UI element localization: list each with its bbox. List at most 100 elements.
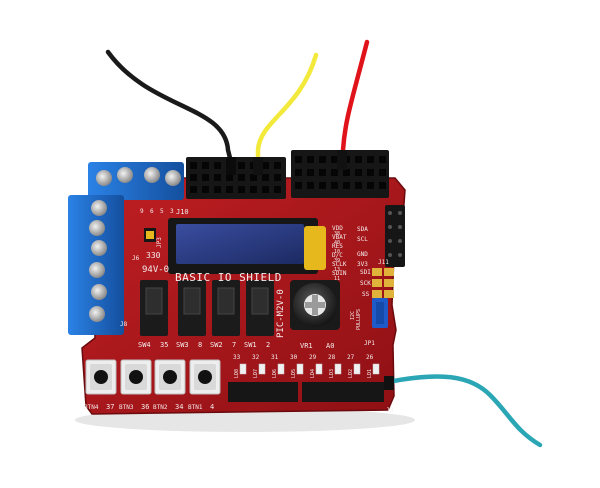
jumper-jp3[interactable] — [144, 228, 156, 242]
led-pin: 28 — [328, 354, 336, 361]
jumper-icon[interactable] — [372, 298, 388, 328]
oled-pin-name: VDD — [332, 225, 343, 232]
spi-pads — [372, 268, 394, 298]
header-socket — [250, 186, 257, 193]
header-socket — [331, 156, 338, 163]
header-socket — [238, 162, 245, 169]
header-j11[interactable] — [385, 205, 405, 267]
header-socket — [379, 182, 386, 189]
bottom-header[interactable] — [228, 382, 384, 402]
slide-switch-icon — [145, 287, 163, 315]
pot-label: VR1 — [300, 342, 313, 350]
terminal-number: 9 — [140, 208, 144, 215]
tactile-button-btn3[interactable] — [120, 359, 152, 395]
black-wire-plug — [226, 157, 236, 175]
header-socket — [331, 182, 338, 189]
header-socket — [367, 156, 374, 163]
potentiometer[interactable] — [290, 280, 340, 330]
led-label: LD3 — [329, 369, 335, 378]
header-socket — [238, 174, 245, 181]
slide-switch-sw2[interactable] — [212, 280, 240, 336]
jp3-label: JP3 — [156, 237, 163, 248]
oled-pin-number: 11 — [334, 276, 340, 282]
slide-switch-sw1[interactable] — [246, 280, 274, 336]
header-socket — [331, 169, 338, 176]
header-socket — [379, 156, 386, 163]
led-ld7 — [258, 363, 266, 375]
header-socket — [343, 182, 350, 189]
switch-label: SW3 — [176, 341, 189, 349]
slide-switch-icon — [217, 287, 235, 315]
header-socket — [307, 156, 314, 163]
header-socket — [226, 174, 233, 181]
header-socket — [367, 182, 374, 189]
tactile-button-icon — [94, 370, 108, 384]
led-ld2 — [353, 363, 361, 375]
header-socket — [295, 182, 302, 189]
led-ld1 — [372, 363, 380, 375]
label-sdi: SDI — [360, 269, 371, 276]
led-pin: 29 — [309, 354, 317, 361]
j6-label: J6 — [132, 255, 140, 262]
screw-terminal-icon — [117, 167, 133, 183]
switch-label: SW1 — [244, 341, 257, 349]
led-label: LD8 — [234, 369, 240, 378]
screw-terminal-left[interactable] — [68, 195, 124, 335]
yellow-wire — [255, 52, 319, 169]
header-socket — [274, 174, 281, 181]
yellow-wire-plug — [253, 157, 263, 175]
header-socket — [214, 174, 221, 181]
header-socket — [379, 169, 386, 176]
board-shadow — [75, 408, 415, 432]
pot-pin: A0 — [326, 342, 334, 350]
tactile-button-btn4[interactable] — [85, 359, 117, 395]
tactile-button-btn2[interactable] — [154, 359, 186, 395]
switch-pin: 8 — [198, 341, 202, 349]
led-pin: 32 — [252, 354, 260, 361]
j8-label: J8 — [120, 321, 128, 328]
led-pin: 31 — [271, 354, 279, 361]
led-pin: 26 — [366, 354, 374, 361]
oled-pin-name: SCLK — [332, 261, 347, 268]
oled-pin-number: 13 — [334, 267, 340, 273]
revision-label: PIC-M2V-0 — [276, 289, 286, 338]
header-socket — [262, 186, 269, 193]
header-socket — [355, 156, 362, 163]
button-pin: 34 — [175, 403, 183, 411]
button-pin: 36 — [141, 403, 149, 411]
button-label: BTN4 — [84, 404, 99, 411]
screw-terminal-icon — [91, 284, 107, 300]
header-socket — [262, 162, 269, 169]
tactile-button-btn1[interactable] — [189, 359, 221, 395]
j3-label: J3 — [386, 407, 394, 414]
slide-switch-sw4[interactable] — [140, 280, 168, 336]
label-pullups: PULLUPS — [356, 309, 362, 330]
header-socket — [214, 186, 221, 193]
header-socket — [202, 186, 209, 193]
led-ld4 — [315, 363, 323, 375]
teal-wire — [385, 374, 543, 448]
header-socket — [202, 162, 209, 169]
header-socket — [214, 162, 221, 169]
terminal-number: 6 — [150, 208, 154, 215]
header-socket — [319, 169, 326, 176]
header-socket — [355, 169, 362, 176]
oled-connector-label: J10 — [176, 208, 189, 216]
header-socket — [250, 174, 257, 181]
header-socket — [274, 162, 281, 169]
slide-switch-sw3[interactable] — [178, 280, 206, 336]
tactile-button-icon — [129, 370, 143, 384]
tactile-button-icon — [198, 370, 212, 384]
button-label: BTN3 — [119, 404, 134, 411]
header-socket — [190, 186, 197, 193]
screw-terminal-top[interactable] — [88, 162, 184, 200]
oled-pin-number: 39 — [334, 258, 340, 264]
header-right[interactable] — [291, 150, 389, 198]
header-socket — [262, 174, 269, 181]
header-socket — [190, 174, 197, 181]
led-pin: 30 — [290, 354, 298, 361]
header-socket — [319, 156, 326, 163]
oled-display — [168, 218, 326, 274]
led-label: LD1 — [367, 369, 373, 378]
